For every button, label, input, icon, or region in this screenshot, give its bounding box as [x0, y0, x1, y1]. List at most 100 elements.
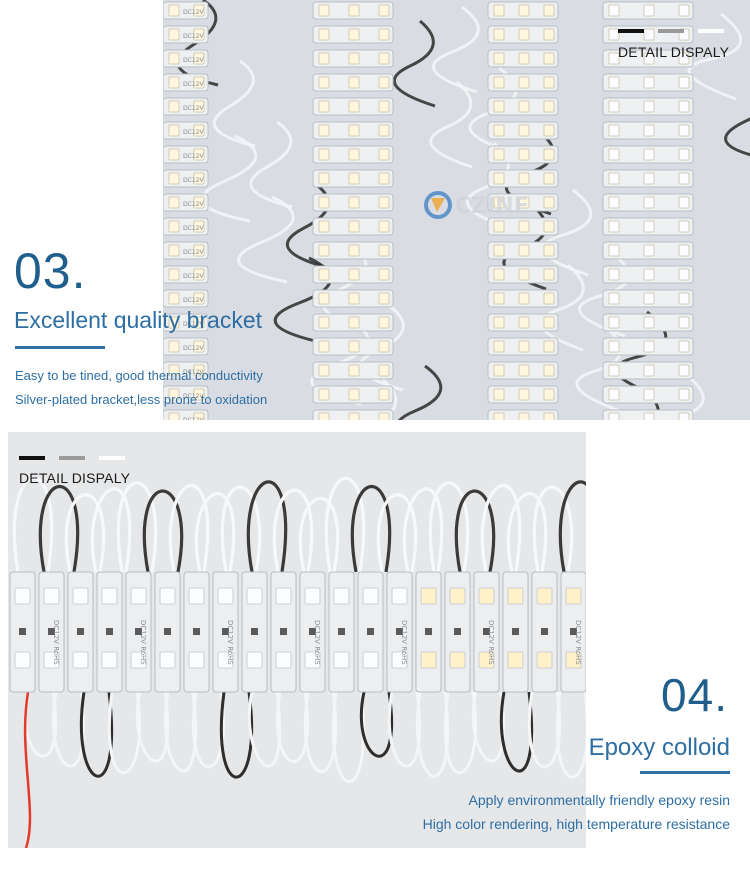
led-module [312, 25, 394, 44]
wire-loop [350, 484, 392, 573]
color-bars [618, 29, 729, 33]
led-module [487, 193, 559, 212]
led-module [602, 193, 694, 212]
led-modules-illustration-bottom: DC12V RoHS DC12V RoHS DC12V RoHS DC12V RoHS… [9, 476, 586, 848]
brand-logo-watermark: CZINE [424, 191, 529, 219]
led-modules-photo-top: DC12V DC12V DC12V DC12V DC12V DC12V DC12V DC12V… [163, 0, 750, 420]
svg-text:DC12V RoHS: DC12V RoHS [400, 620, 408, 665]
wire-loop [116, 481, 158, 573]
led-module [602, 409, 694, 420]
detail-display-label-bottom: DETAIL DISPALY [19, 456, 130, 486]
svg-text:DC12V: DC12V [183, 297, 204, 304]
section-4-description-line-1: Apply environmentally friendly epoxy res… [468, 792, 730, 808]
wire-loop [499, 691, 534, 773]
wire-loop [272, 488, 314, 573]
wire-loop [471, 691, 506, 763]
wire [687, 12, 743, 101]
led-module [602, 1, 694, 20]
led-module: DC12V [163, 289, 209, 308]
svg-text:DC12V: DC12V [183, 177, 204, 184]
svg-text:DC12V: DC12V [183, 273, 204, 280]
led-module: DC12V [163, 361, 209, 380]
led-module [487, 217, 559, 236]
led-module [602, 361, 694, 380]
wire-loop [555, 691, 586, 779]
wire-loop [51, 691, 86, 768]
wire-loop [107, 691, 142, 775]
led-module [328, 571, 355, 693]
led-module [312, 385, 394, 404]
wire-loop [298, 496, 340, 573]
led-module [487, 241, 559, 260]
svg-text:DC12V RoHS: DC12V RoHS [52, 620, 60, 665]
color-bar-gray [658, 29, 684, 33]
led-module [312, 193, 394, 212]
led-module [312, 409, 394, 420]
led-module [531, 571, 558, 693]
led-module [312, 1, 394, 20]
detail-display-text: DETAIL DISPALY [618, 44, 730, 60]
svg-text:DC12V: DC12V [183, 81, 204, 88]
wire-loop [527, 691, 562, 769]
color-bar-gray [59, 456, 85, 460]
section-4-heading: Epoxy colloid [588, 734, 730, 761]
led-module [312, 49, 394, 68]
led-module [312, 265, 394, 284]
led-module [154, 571, 181, 693]
led-modules-photo-bottom: DC12V RoHS DC12V RoHS DC12V RoHS DC12V RoHS… [8, 432, 586, 848]
wire [212, 59, 256, 148]
svg-text:DC12V: DC12V [183, 345, 204, 352]
svg-text:CZINE: CZINE [455, 194, 529, 219]
wire-loop [90, 487, 132, 573]
wire-loop [64, 493, 106, 573]
wire-loop [324, 476, 366, 573]
svg-text:DC12V: DC12V [183, 201, 204, 208]
led-module: DC12V RoHS [386, 571, 413, 693]
led-module: DC12V [163, 337, 209, 356]
svg-text:DC12V: DC12V [183, 33, 204, 40]
wire-loop [194, 492, 236, 573]
led-module [487, 49, 559, 68]
led-module: DC12V [163, 409, 209, 420]
led-module: DC12V RoHS [560, 571, 586, 693]
svg-text:DC12V: DC12V [183, 57, 204, 64]
led-module [602, 289, 694, 308]
led-module [602, 73, 694, 92]
led-module [444, 571, 471, 693]
wire [429, 80, 473, 169]
led-module [602, 385, 694, 404]
led-module [312, 97, 394, 116]
svg-text:DC12V RoHS: DC12V RoHS [574, 620, 582, 665]
section-3-number: 03. [14, 243, 87, 299]
led-module [602, 313, 694, 332]
wire-loop [247, 691, 282, 768]
led-module [487, 361, 559, 380]
wire-loop [12, 476, 54, 573]
led-module [602, 265, 694, 284]
wire-loop [168, 483, 210, 573]
wire-loop [480, 483, 522, 573]
led-module: DC12V [163, 1, 209, 20]
color-bars [19, 456, 130, 460]
led-module [312, 73, 394, 92]
led-module [312, 337, 394, 356]
wire [724, 117, 750, 157]
color-bar-white [99, 456, 125, 460]
wire-loop [443, 691, 478, 775]
led-module: DC12V RoHS [299, 571, 326, 693]
wire-loop [558, 480, 586, 573]
led-module [487, 97, 559, 116]
led-module: DC12V [163, 241, 209, 260]
detail-display-text: DETAIL DISPALY [19, 470, 131, 486]
section-3-divider [15, 346, 105, 349]
led-module: DC12V [163, 193, 209, 212]
led-module [183, 571, 210, 693]
section-4-divider [640, 771, 730, 774]
svg-text:DC12V: DC12V [183, 129, 204, 136]
led-module [487, 121, 559, 140]
detail-display-label-top: DETAIL DISPALY [618, 29, 729, 60]
led-module [9, 571, 36, 693]
svg-text:DC12V RoHS: DC12V RoHS [226, 620, 234, 665]
svg-text:DC12V: DC12V [183, 105, 204, 112]
led-module [502, 571, 529, 693]
